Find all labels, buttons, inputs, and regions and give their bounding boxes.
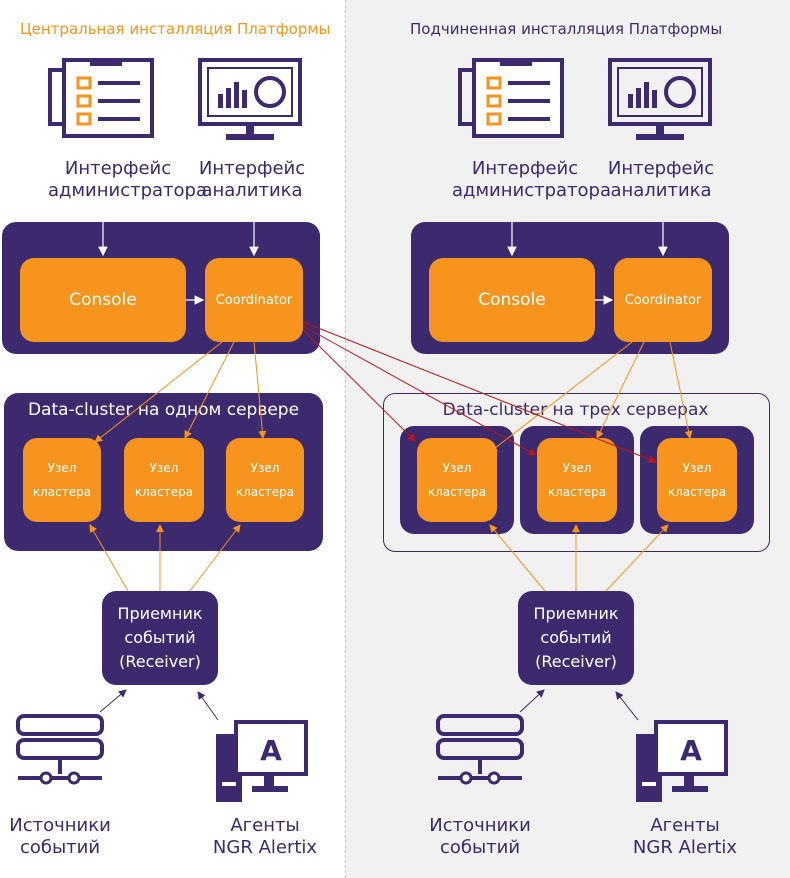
admin-interface-label: Интерфейс администратора [452, 158, 612, 201]
clipboard-checklist-icon [48, 58, 154, 138]
analytics-monitor-icon [608, 58, 712, 140]
arrow-source-to-receiver [99, 689, 127, 713]
arrow-central-to-remote-node [302, 329, 416, 442]
console-box: Console [20, 258, 186, 342]
cluster-node: Узел кластера [23, 438, 101, 522]
cluster-node: Узел кластера [226, 438, 304, 522]
cluster-node: Узел кластера [124, 438, 204, 522]
event-sources-label: Источники событий [9, 815, 111, 858]
console-box: Console [429, 258, 595, 342]
arrow-coordinator-to-node [489, 341, 633, 453]
clipboard-checklist-icon [458, 58, 564, 138]
agents-label: Агенты NGR Alertix [212, 815, 318, 858]
arrow-receiver-to-node [605, 524, 669, 592]
svg-text:A: A [680, 734, 702, 767]
arrow-receiver-to-node [489, 524, 546, 592]
arrow-receiver-to-node [189, 524, 241, 592]
event-receiver-box: Приемник событий (Receiver) [518, 591, 634, 685]
subordinate-title: Подчиненная инсталляция Платформы [410, 20, 723, 38]
server-stack-icon [436, 714, 524, 785]
cluster-node: Узел кластера [417, 438, 497, 522]
arrow-source-to-receiver [519, 689, 545, 713]
analytics-monitor-icon [198, 58, 302, 140]
cluster-title: Data-cluster на трех серверах [442, 400, 709, 420]
coordinator-box: Coordinator [614, 258, 712, 342]
event-receiver-box: Приемник событий (Receiver) [102, 591, 218, 685]
arrow-central-to-remote-node [302, 325, 537, 456]
analyst-interface-label: Интерфейс аналитика [607, 158, 715, 201]
arrow-agent-to-receiver [615, 691, 639, 721]
arrow-receiver-to-node [89, 524, 129, 592]
central-title: Центральная инсталляция Платформы [20, 20, 331, 38]
arrow-coordinator-to-node [184, 341, 235, 439]
agents-label: Агенты NGR Alertix [632, 815, 738, 858]
coordinator-box: Coordinator [205, 258, 303, 342]
cluster-node: Узел кластера [537, 438, 617, 522]
arrow-coordinator-to-node [596, 341, 645, 439]
cluster-title: Data-cluster на одном сервере [27, 400, 300, 420]
cluster-node: Узел кластера [657, 438, 737, 522]
arrow-agent-to-receiver [197, 691, 219, 721]
server-stack-icon [16, 714, 104, 785]
analyst-interface-label: Интерфейс аналитика [198, 158, 306, 201]
agent-terminal-icon: A [636, 720, 728, 802]
event-sources-label: Источники событий [429, 815, 531, 858]
arrow-coordinator-to-node [669, 341, 693, 439]
panel-divider [345, 0, 346, 878]
arrow-coordinator-to-node [94, 341, 223, 443]
admin-interface-label: Интерфейс администратора [48, 158, 208, 201]
arrow-coordinator-to-node [253, 341, 267, 439]
svg-text:A: A [260, 734, 282, 767]
agent-terminal-icon: A [216, 720, 308, 802]
arrow-central-to-remote-node [302, 321, 657, 464]
